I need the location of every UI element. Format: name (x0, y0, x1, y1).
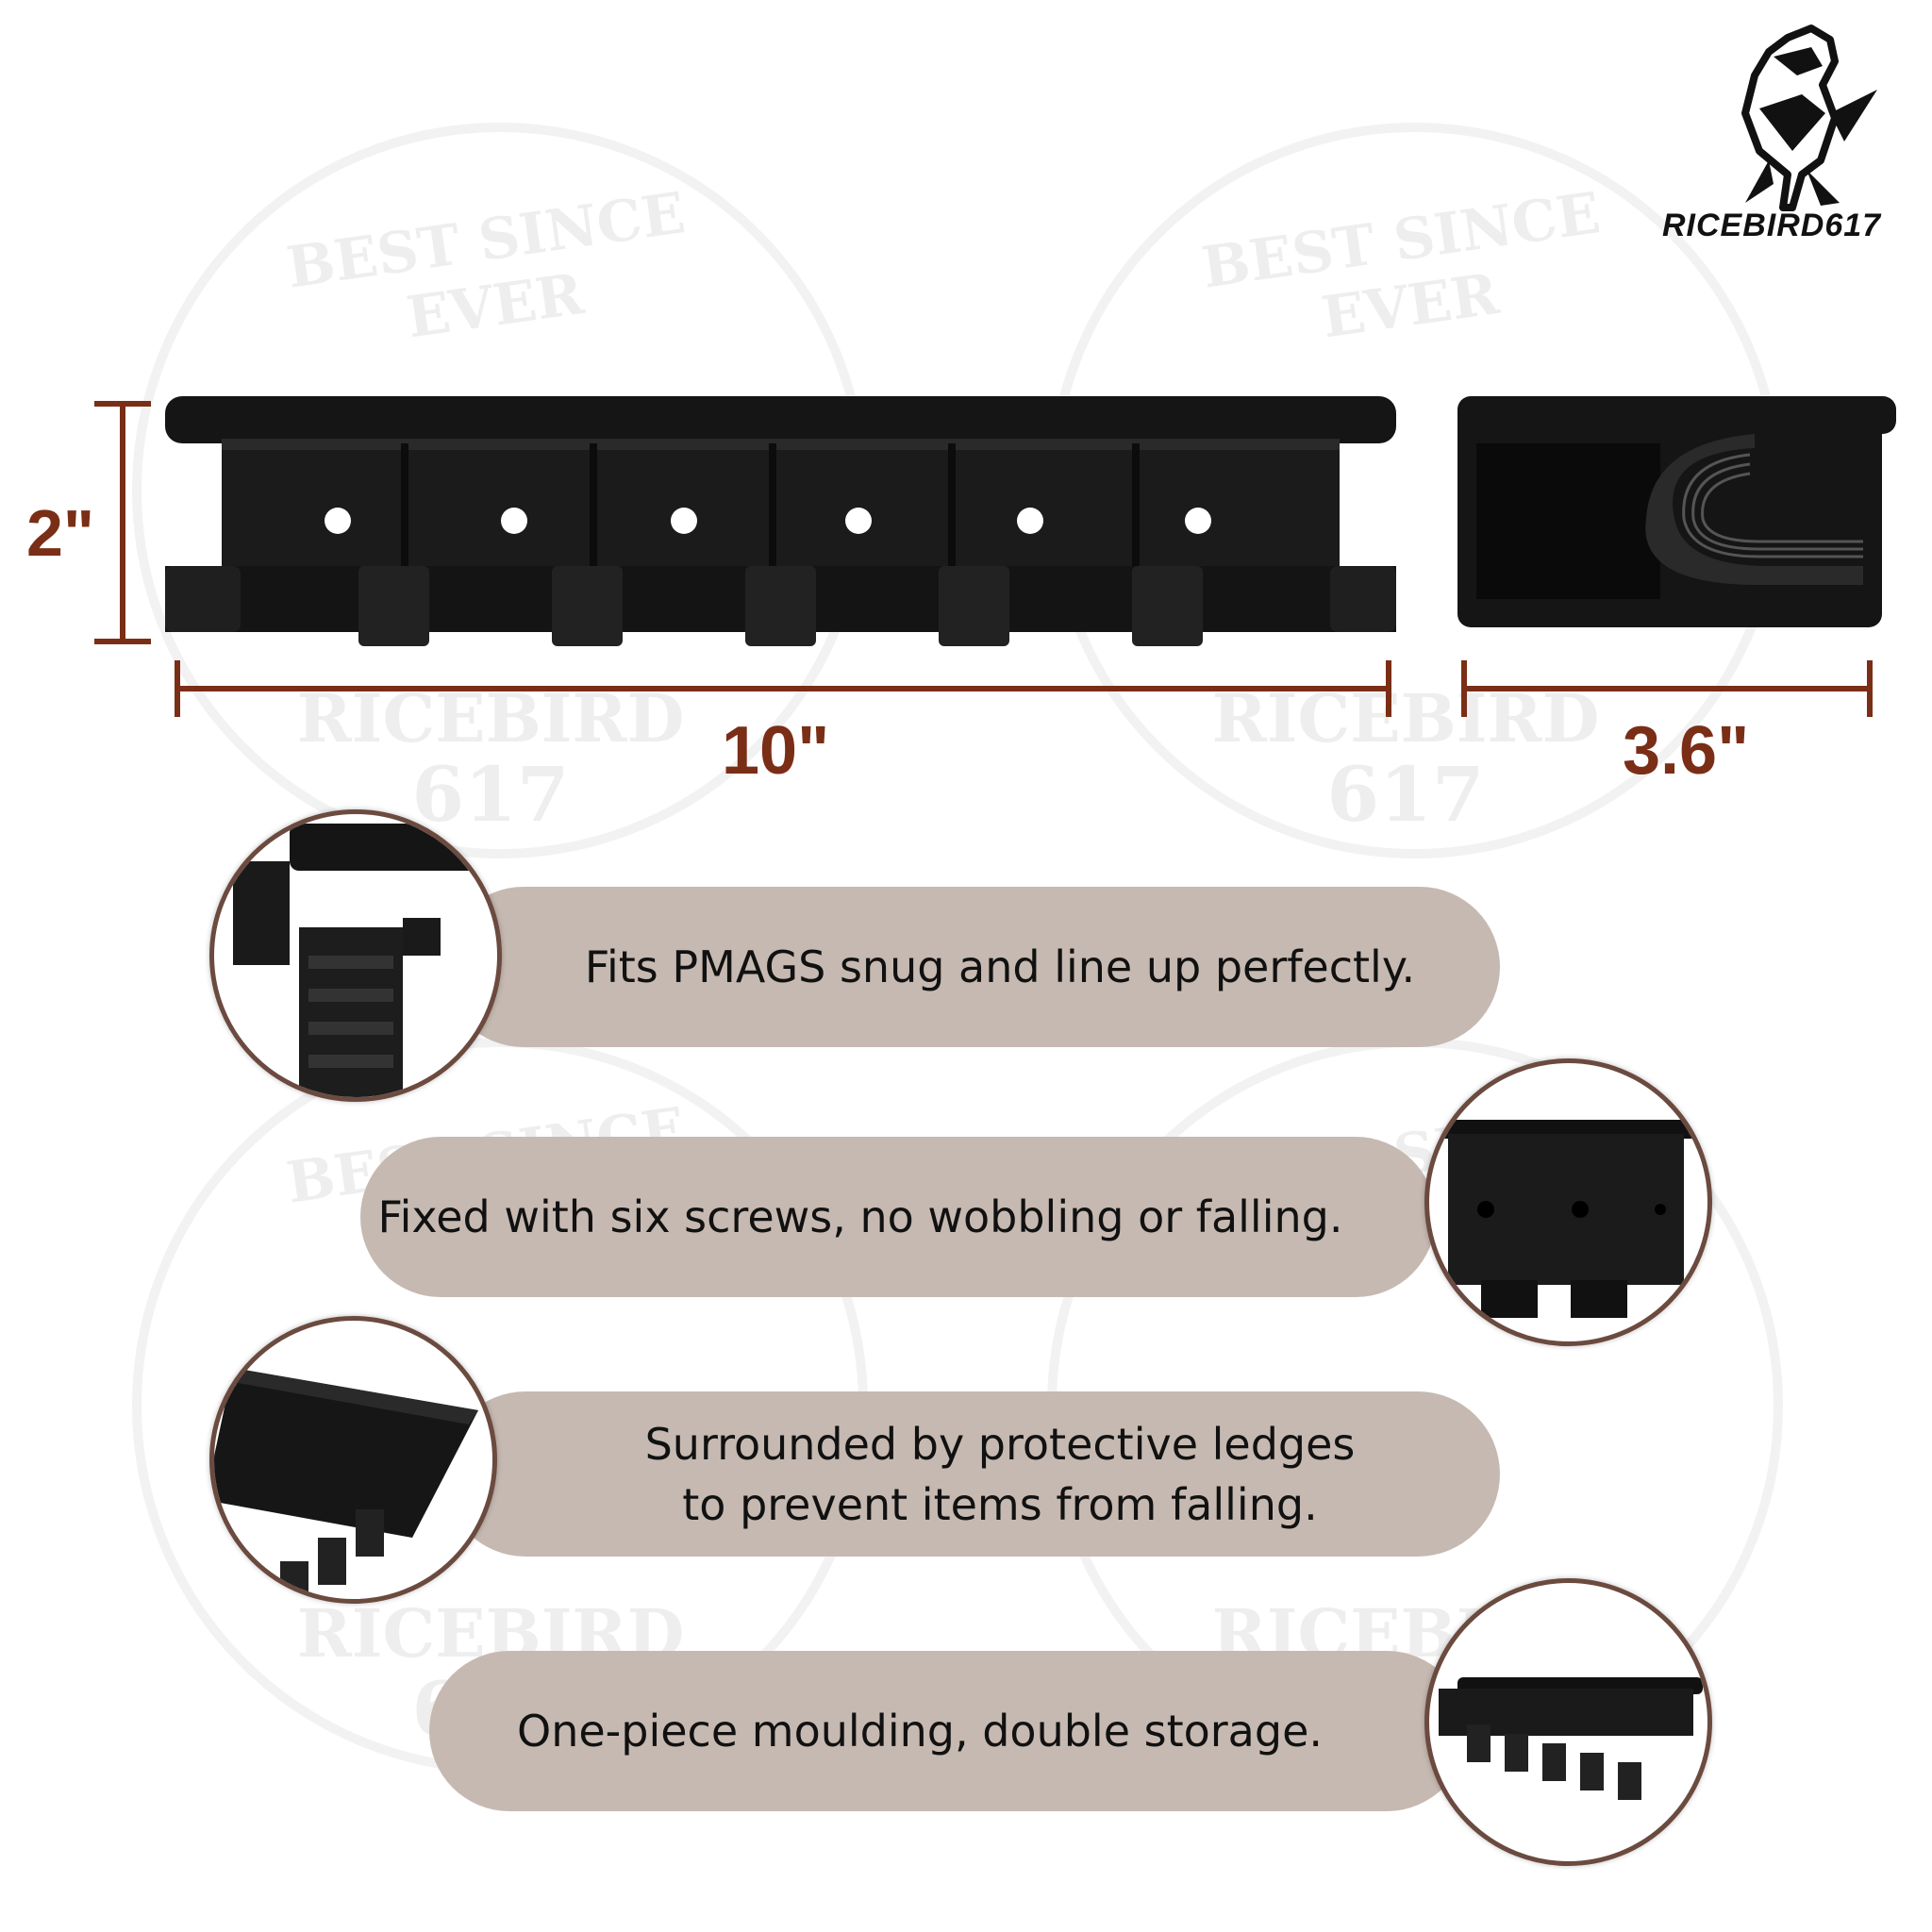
feature-pill-2: Fixed with six screws, no wobbling or fa… (360, 1137, 1436, 1297)
dimension-lines (94, 401, 1873, 717)
bird-logo-icon (1741, 25, 1877, 211)
feature-thumbnail-mag-fit (209, 809, 502, 1102)
product-front-view (165, 396, 1396, 646)
height-dimension-label: 2" (26, 496, 95, 570)
watermark-name: RICEBIRD (296, 679, 685, 758)
feature-thumbnail-screws (1424, 1058, 1712, 1346)
watermark-name: RICEBIRD (1211, 679, 1600, 758)
length-dimension-label: 10" (722, 713, 830, 789)
watermark-number: 617 (1326, 750, 1485, 839)
depth-dimension-label: 3.6" (1623, 713, 1750, 789)
feature-pill-1: Fits PMAGS snug and line up perfectly. (443, 887, 1500, 1047)
feature-pill-3: Surrounded by protective ledges to preve… (443, 1391, 1500, 1557)
feature-thumbnail-storage (1424, 1578, 1712, 1866)
brand-name: RICEBIRD617 (1662, 208, 1882, 243)
feature-pill-4: One-piece moulding, double storage. (429, 1651, 1467, 1811)
watermark-number: 617 (411, 750, 570, 839)
ledges-illustration (214, 1368, 478, 1599)
mag-fit-illustration (233, 824, 497, 1097)
product-side-view (1457, 396, 1896, 627)
feature-thumbnail-ledges (209, 1316, 497, 1604)
storage-illustration (1439, 1677, 1703, 1800)
screws-illustration (1439, 1120, 1703, 1318)
